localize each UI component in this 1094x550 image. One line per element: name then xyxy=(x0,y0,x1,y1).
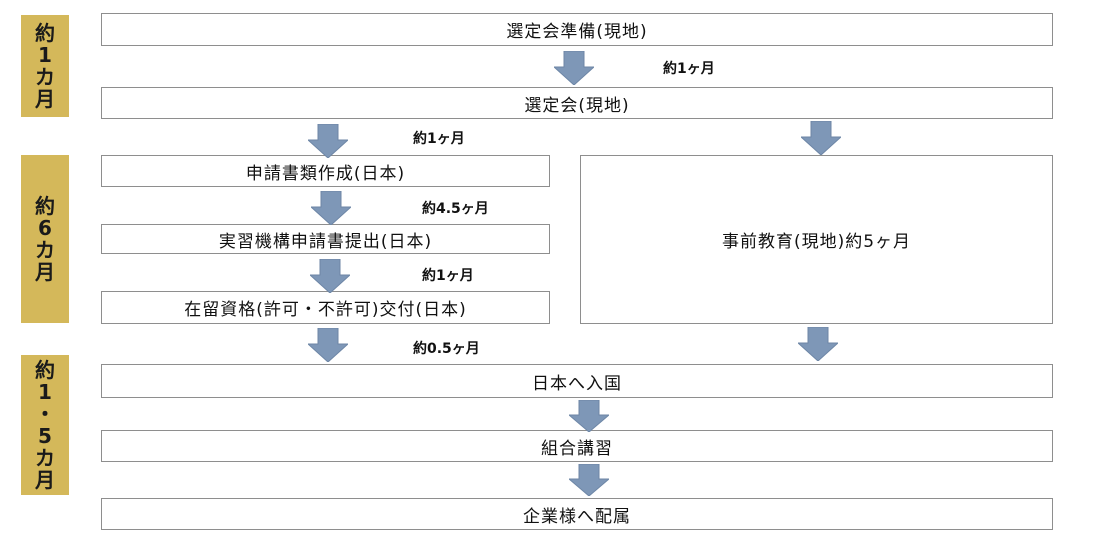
step-label: 日本へ入国 xyxy=(532,373,622,394)
down-arrow-icon xyxy=(798,327,838,361)
step-residence-status: 在留資格(許可・不許可)交付(日本) xyxy=(101,291,550,324)
phase-char: カ xyxy=(35,446,55,470)
step-entry-japan: 日本へ入国 xyxy=(101,364,1053,398)
step-organization-submission: 実習機構申請書提出(日本) xyxy=(101,224,550,254)
step-company-assignment: 企業様へ配属 xyxy=(101,498,1053,530)
down-arrow-icon xyxy=(569,464,609,498)
phase-char: 月 xyxy=(35,260,55,284)
step-selection-prep: 選定会準備(現地) xyxy=(101,13,1053,46)
duration-label: 約1ヶ月 xyxy=(413,131,465,147)
step-label: 企業様へ配属 xyxy=(523,506,631,527)
phase-char: 月 xyxy=(35,87,55,111)
step-label: 申請書類作成(日本) xyxy=(245,163,406,184)
phase-char: 月 xyxy=(35,468,55,492)
step-application-docs: 申請書類作成(日本) xyxy=(101,155,550,187)
down-arrow-icon xyxy=(308,328,348,362)
phase-char: カ xyxy=(35,238,55,262)
down-arrow-icon xyxy=(308,124,348,158)
down-arrow-icon xyxy=(554,51,594,85)
step-union-training: 組合講習 xyxy=(101,430,1053,462)
down-arrow-icon xyxy=(569,400,609,434)
phase-char: カ xyxy=(35,65,55,89)
down-arrow-icon xyxy=(310,259,350,293)
phase-char: 1 xyxy=(38,43,52,67)
phase-char: ・ xyxy=(35,402,55,426)
phase-char: 約 xyxy=(35,194,55,218)
duration-label: 約1ヶ月 xyxy=(422,268,474,284)
phase-label-1-month: 約 1 カ 月 xyxy=(21,15,69,117)
duration-label: 約4.5ヶ月 xyxy=(422,201,489,217)
step-label: 在留資格(許可・不許可)交付(日本) xyxy=(184,300,467,320)
phase-label-1-5-months: 約 1 ・ 5 カ 月 xyxy=(21,355,69,495)
step-label: 選定会準備(現地) xyxy=(506,22,648,42)
phase-char: 約 xyxy=(35,21,55,45)
step-pre-education: 事前教育(現地)約5ヶ月 xyxy=(580,155,1053,324)
phase-label-6-months: 約 6 カ 月 xyxy=(21,155,69,323)
step-label: 組合講習 xyxy=(541,438,613,459)
phase-char: 6 xyxy=(38,216,52,240)
down-arrow-icon xyxy=(801,121,841,155)
phase-char: 1 xyxy=(38,380,52,404)
duration-label: 約0.5ヶ月 xyxy=(413,341,480,357)
down-arrow-icon xyxy=(311,191,351,225)
step-label: 実習機構申請書提出(日本) xyxy=(218,231,433,252)
duration-label: 約1ヶ月 xyxy=(663,61,715,77)
step-label: 選定会(現地) xyxy=(524,95,630,116)
step-label: 事前教育(現地)約5ヶ月 xyxy=(721,232,912,252)
phase-char: 5 xyxy=(38,424,52,448)
step-selection-meeting: 選定会(現地) xyxy=(101,87,1053,119)
phase-char: 約 xyxy=(35,358,55,382)
